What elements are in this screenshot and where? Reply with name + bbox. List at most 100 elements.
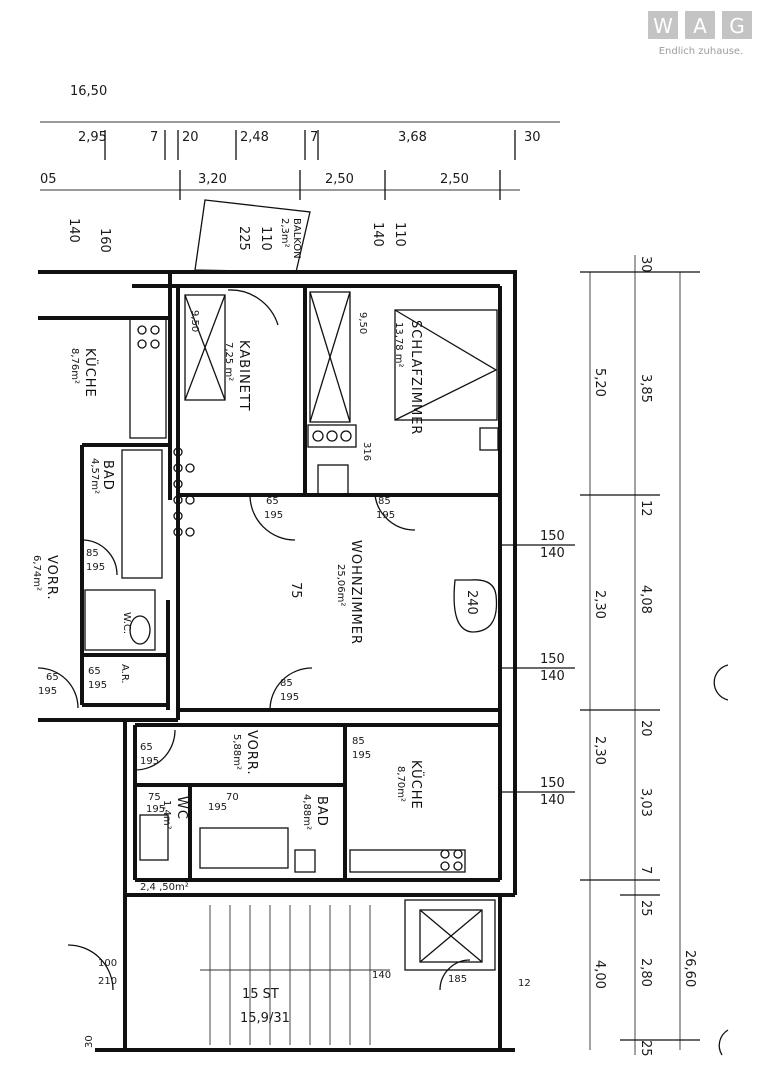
door-labels: 65 195 85 195 85 195 85 195 65 195 65 19… [38,496,395,815]
walls [38,270,517,1052]
windows: 150 140 150 140 150 140 [500,529,575,808]
room-kabinett-name: KABINETT [236,340,251,412]
dim-top-6: 3,68 [398,130,427,145]
ar-door-h: 195 [88,680,107,691]
dim-right-7: 7 [638,866,653,874]
entry-door-w: 100 [98,958,117,969]
entry-door-h: 210 [98,976,117,987]
dim-right-2: 3,85 [638,374,653,403]
door-2-h: 195 [376,510,395,521]
top-dimensions: 16,50 2,95 7 20 2,48 7 3,68 30 05 3,20 2… [40,84,560,253]
misc-small-2: 9,50 [357,312,368,334]
shaft-label: 2,4 ,50m² [140,882,189,893]
doors [37,289,471,991]
dim-right-3: 12 [638,500,653,517]
dim-right-inner-1: 5,20 [592,368,607,397]
handwritten-note-1: 75 [288,582,303,599]
dim-right-inner-2: 2,30 [592,590,607,619]
room-vorr-mid-area: 5,88m² [231,734,242,770]
misc-small-1: 9,50 [189,310,200,332]
room-labels: KÜCHE 8,76m² BAD 4,57m² KABINETT 7,25 m²… [31,320,425,830]
dim-top-4: 2,48 [240,130,269,145]
dim-right-9: 2,80 [638,958,653,987]
room-kueche-bottom-area: 8,70m² [395,766,406,802]
lift-dim-3: 12 [518,978,531,989]
window-1-width: 150 [540,529,565,544]
dim-right-outer-1: 4,00 [592,960,607,989]
dim-total-width: 16,50 [70,84,107,99]
logo-letter-a: A [693,14,707,38]
door-4-h: 195 [86,562,105,573]
fixtures [84,291,499,1045]
room-kueche-top-area: 8,76m² [69,348,80,384]
door-8-w: 70 [226,792,239,803]
lift-dim-1: 140 [372,970,391,981]
dim-vert-1: 160 [97,228,112,253]
room-vorr-left-name: VORR. [44,555,59,601]
dim-vert-2: 140 [66,218,81,243]
balcony-label: BALKON [291,218,302,259]
room-wc-name: WC [174,796,189,820]
dim-vert-3: 225 [236,226,251,251]
room-vorr-mid-name: VORR. [244,730,259,776]
window-3-height: 140 [540,793,565,808]
dim-right-10: 25 [638,1040,653,1057]
room-wc-small-name: W.C. [121,612,132,634]
dim-right-outer-2: 26,60 [682,950,697,987]
balcony: BALKON 2,3m² [194,199,311,273]
lift-dim-2: 185 [448,974,467,985]
door-7-h: 195 [352,750,371,761]
room-bad-bottom-name: BAD [314,796,329,827]
ar-door-w: 65 [88,666,101,677]
window-2-height: 140 [540,669,565,684]
bottom-left-dim: 30 [84,1035,95,1048]
door-3-h: 195 [280,692,299,703]
dim-vert-5: 110 [392,222,407,247]
door-2-w: 85 [378,496,391,507]
room-bad-bottom-area: 4,88m² [301,794,312,830]
room-schlafzimmer-name: SCHLAFZIMMER [408,320,423,435]
dim-right-6: 3,03 [638,788,653,817]
stair-ratio: 15,9/31 [240,1011,290,1026]
door-1-h: 195 [264,510,283,521]
annotations: 75 240 9,50 9,50 316 15 ST 15,9/31 140 1… [84,310,531,1048]
door-8-h: 195 [208,802,227,813]
dim-top-1: 2,95 [78,130,107,145]
dim-mid-1: 05 [40,172,57,187]
logo-letter-g: G [729,14,745,38]
wag-logo: W A G Endlich zuhause. [645,8,757,64]
window-2-width: 150 [540,652,565,667]
room-wohnzimmer-area: 25,06m² [335,564,346,606]
room-vorr-left-area: 6,74m² [31,555,42,591]
dim-right-5: 20 [638,720,653,737]
dim-top-5: 7 [310,130,318,145]
room-kabinett-area: 7,25 m² [223,342,234,381]
vorr-door-w: 75 [148,792,161,803]
window-1-height: 140 [540,546,565,561]
room-schlafzimmer-area: 13,78 m² [393,322,404,368]
misc-small-3: 316 [361,442,372,461]
window-3-width: 150 [540,776,565,791]
dim-top-3: 20 [182,130,199,145]
stair-label: 15 ST [242,987,279,1002]
balcony-area: 2,3m² [279,218,290,248]
door-6-w: 65 [140,742,153,753]
dim-mid-3: 2,50 [325,172,354,187]
dim-vert-6: 140 [370,222,385,247]
room-wc-area: 1,4m² [161,800,172,830]
door-1-w: 65 [266,496,279,507]
door-3-w: 85 [280,678,293,689]
right-dimensions: 5,20 2,30 2,30 30 3,85 12 4,08 20 3,03 7… [580,255,729,1057]
room-kueche-top-name: KÜCHE [82,348,99,398]
dim-mid-4: 2,50 [440,172,469,187]
door-5-w: 65 [46,672,59,683]
dim-right-1: 30 [638,256,653,273]
wag-logo-mark: W A G [648,11,752,39]
door-7-w: 85 [352,736,365,747]
room-bad-top-area: 4,57m² [89,458,100,494]
dim-right-8: 25 [638,900,653,917]
dim-mid-2: 3,20 [198,172,227,187]
room-ar-name: A.R. [119,664,130,684]
dim-right-inner-3: 2,30 [592,736,607,765]
dim-vert-4: 110 [258,226,273,251]
